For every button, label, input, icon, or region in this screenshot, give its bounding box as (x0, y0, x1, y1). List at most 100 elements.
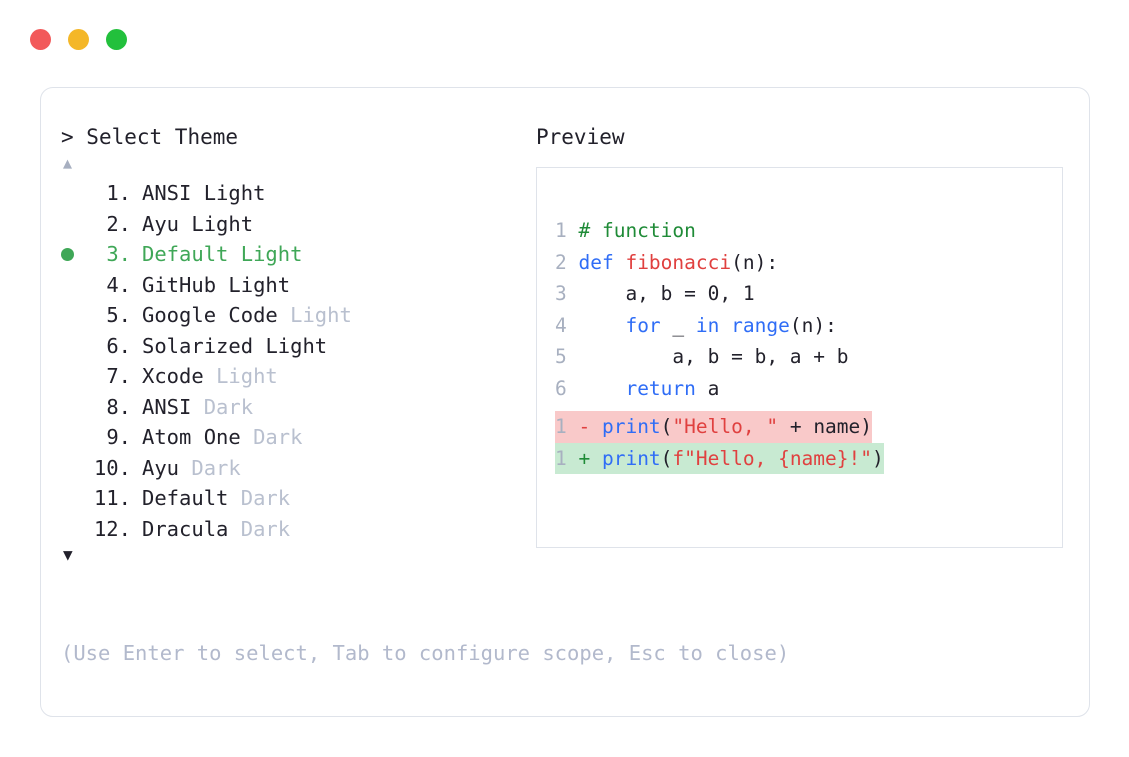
theme-item-name: Google Code (142, 303, 278, 327)
theme-list-item[interactable]: 7. Xcode Light (61, 361, 531, 392)
theme-item-name: GitHub (142, 272, 217, 297)
theme-item-name: Default (142, 242, 229, 266)
code-token: print (601, 446, 661, 470)
preview-label: Preview (536, 125, 625, 149)
theme-list-item[interactable]: 8. ANSI Dark (61, 392, 531, 423)
code-token: for (625, 313, 661, 337)
theme-list-item[interactable]: 2. Ayu Light (61, 209, 531, 240)
theme-item-name: ANSI (142, 181, 192, 205)
theme-item-index: 10. (93, 455, 131, 480)
theme-item-index: 8. (106, 394, 131, 419)
code-line: 3 a, b = 0, 1 (555, 278, 849, 310)
theme-item-index: 9. (106, 425, 131, 449)
theme-list-item[interactable]: 6. Solarized Light (61, 331, 531, 362)
theme-item-mode: Dark (240, 516, 291, 541)
selected-dot (61, 248, 74, 261)
theme-item-space (241, 422, 253, 453)
keyboard-hint: (Use Enter to select, Tab to configure s… (61, 641, 790, 665)
theme-item-mode: Light (191, 211, 254, 236)
code-token (578, 377, 625, 400)
line-number: 5 (555, 345, 579, 369)
theme-item-mode: Dark (240, 486, 291, 510)
theme-item-mode: Light (216, 364, 278, 388)
theme-list-item[interactable]: 10. Ayu Dark (61, 453, 531, 484)
code-token: + name) (778, 415, 873, 438)
theme-item-mode: Dark (191, 455, 241, 480)
theme-item-name: Ayu (142, 455, 180, 480)
line-number: 1 (555, 219, 579, 242)
diff-sign: + (578, 446, 602, 470)
theme-item-space (204, 361, 216, 392)
window-controls (30, 29, 127, 50)
code-token: return (625, 376, 696, 400)
theme-item-space (278, 300, 290, 331)
theme-item-index: 2. (106, 211, 131, 236)
code-token: a (695, 376, 720, 400)
theme-item-name: Xcode (142, 364, 204, 388)
theme-item-name: Ayu (142, 211, 180, 236)
theme-item-mode: Light (228, 272, 291, 297)
line-number: 1 (555, 415, 579, 438)
theme-item-space (191, 178, 203, 209)
code-line: 5 a, b = b, a + b (555, 341, 849, 373)
code-token: (n): (731, 250, 779, 274)
theme-item-name: Atom One (142, 425, 241, 449)
page-title-text: Select Theme (86, 125, 239, 149)
theme-list-item[interactable]: 9. Atom One Dark (61, 422, 531, 453)
theme-item-mode: Light (265, 333, 328, 358)
preview-box: 1 # function 2 def fibonacci(n): 3 a, b = … (536, 167, 1063, 548)
theme-item-index: 4. (106, 272, 131, 297)
theme-selector-panel: > Select Theme ▲ 1. ANSI Light 2. Ayu Light… (40, 87, 1090, 717)
theme-item-space (253, 331, 265, 362)
theme-item-index: 7. (106, 364, 131, 388)
close-dot[interactable] (30, 29, 51, 50)
code-token: print (601, 415, 661, 438)
theme-item-space (228, 239, 240, 270)
theme-item-index: 6. (106, 333, 131, 358)
diff-row: 1 - print("Hello, " + name) (555, 411, 884, 443)
minimize-dot[interactable] (68, 29, 89, 50)
code-token: def (578, 250, 626, 274)
line-number: 2 (555, 250, 579, 274)
theme-list-item[interactable]: 4. GitHub Light (61, 270, 531, 301)
theme-item-index: 11. (93, 486, 131, 510)
diff-sign: - (578, 415, 602, 438)
maximize-dot[interactable] (106, 29, 127, 50)
code-token: fibonacci (625, 250, 732, 274)
code-token: "Hello, " (672, 415, 779, 438)
code-token: range (731, 313, 790, 337)
code-token: in (695, 313, 720, 337)
theme-item-name: Solarized (142, 333, 254, 358)
diff-row: 1 + print(f"Hello, {name}!") (555, 442, 884, 475)
theme-list-item[interactable]: 3. Default Light (61, 239, 531, 270)
code-token (578, 314, 625, 337)
theme-item-index: 5. (106, 303, 131, 327)
theme-item-mode: Dark (203, 394, 254, 419)
theme-item-mode: Dark (253, 425, 303, 449)
line-number: 4 (555, 313, 579, 337)
theme-item-space (179, 209, 191, 240)
code-token: a, b = 0, 1 (578, 282, 755, 306)
code-token: ( (660, 415, 673, 438)
scroll-down-icon[interactable]: ▼ (63, 545, 73, 564)
theme-item-space (228, 483, 240, 514)
theme-item-space (228, 514, 240, 545)
theme-item-mode: Light (290, 303, 352, 327)
theme-item-index: 1. (106, 181, 131, 205)
theme-item-name: Default (142, 486, 229, 510)
theme-list-item[interactable]: 1. ANSI Light (61, 178, 531, 209)
prompt-symbol: > (61, 125, 87, 149)
theme-list-item[interactable]: 12.Dracula Dark (61, 514, 531, 545)
theme-item-mode: Light (203, 181, 266, 205)
theme-list-item[interactable]: 11. Default Dark (61, 483, 531, 514)
theme-list-column: > Select Theme ▲ 1. ANSI Light 2. Ayu Light… (61, 122, 531, 566)
theme-item-mode: Light (240, 242, 303, 266)
code-token: _ (660, 313, 696, 337)
line-number: 1 (555, 446, 579, 470)
theme-item-name: ANSI (142, 394, 192, 419)
code-line: 1 # function (555, 215, 849, 247)
scroll-up-icon[interactable]: ▲ (63, 154, 73, 172)
theme-list-item[interactable]: 5. Google Code Light (61, 300, 531, 331)
theme-item-index: 3. (106, 242, 131, 266)
